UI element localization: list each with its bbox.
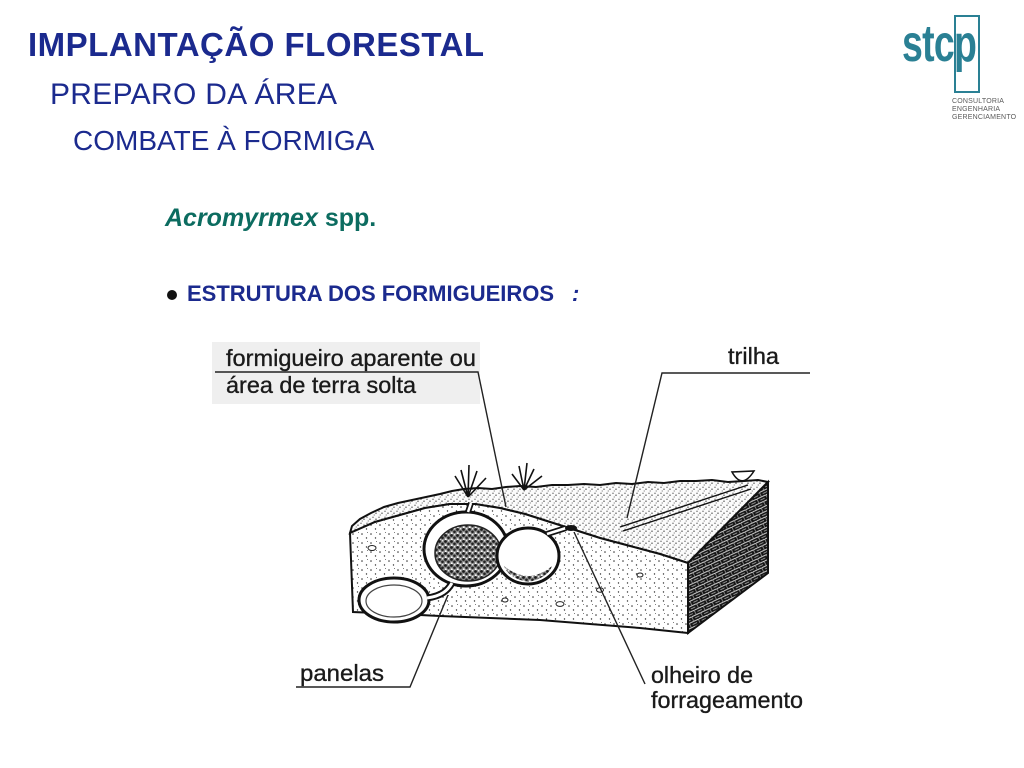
logo-tagline-line: ENGENHARIA xyxy=(952,106,1001,113)
nest-chamber-lower-left xyxy=(357,576,431,624)
leader-line-trail xyxy=(626,372,810,519)
pebble xyxy=(636,572,644,578)
leader-line-mound xyxy=(215,371,507,508)
slide-subtitle: PREPARO DA ÁREA xyxy=(50,78,338,111)
logo-wordmark: stcp xyxy=(902,15,977,73)
pebble xyxy=(501,597,509,603)
grass-tuft xyxy=(454,464,487,498)
label-trail: trilha xyxy=(728,343,779,369)
foraging-hole xyxy=(565,525,577,531)
logo-frame xyxy=(954,15,980,93)
logo-tagline-line: GERENCIAMENTO xyxy=(952,114,1017,121)
slide-section-heading: COMBATE À FORMIGA xyxy=(73,125,375,156)
leaf-fragment xyxy=(730,470,756,482)
leader-line-foraging-hole xyxy=(573,531,646,685)
label-foraging-hole-line-1: olheiro de xyxy=(651,662,753,688)
species-name: Acromyrmex spp. xyxy=(165,206,376,231)
nest-tunnels xyxy=(426,502,567,602)
label-chambers: panelas xyxy=(300,660,384,686)
nest-chamber-right xyxy=(495,526,561,586)
tunnel-interior xyxy=(466,502,473,513)
trail-groove xyxy=(619,484,752,532)
grass-tuft xyxy=(511,462,543,491)
bullet-colon: : xyxy=(572,281,580,306)
tunnel-interior xyxy=(426,582,454,600)
bullet-marker xyxy=(167,290,177,300)
soil-pebbles xyxy=(367,545,644,607)
fungus-mass xyxy=(434,524,502,582)
chamber-cavity xyxy=(365,584,423,618)
slide-title: IMPLANTAÇÃO FLORESTAL xyxy=(28,26,485,63)
mound-label-backdrop xyxy=(212,342,480,404)
species-genus: Acromyrmex xyxy=(165,204,318,232)
label-mound-line-2: área de terra solta xyxy=(226,372,416,398)
anthill-structure-diagram: formigueiro aparente ou área de terra so… xyxy=(212,342,810,713)
bullet-text: ESTRUTURA DOS FORMIGUEIROS xyxy=(187,281,555,306)
logo-tagline-line: CONSULTORIA xyxy=(952,98,1005,105)
tunnel-interior xyxy=(546,526,567,536)
nest-chamber-fungus-garden xyxy=(422,510,510,588)
soil-block-side-face xyxy=(687,479,769,635)
fungus-mass xyxy=(504,566,552,582)
label-foraging-hole-line-2: forrageamento xyxy=(651,687,803,713)
leader-line-chambers xyxy=(296,594,449,688)
chamber-wall xyxy=(495,526,561,586)
pebble xyxy=(555,601,565,607)
pebble xyxy=(367,545,377,551)
label-mound-line-1: formigueiro aparente ou xyxy=(226,345,476,371)
species-qualifier: spp. xyxy=(324,204,377,232)
